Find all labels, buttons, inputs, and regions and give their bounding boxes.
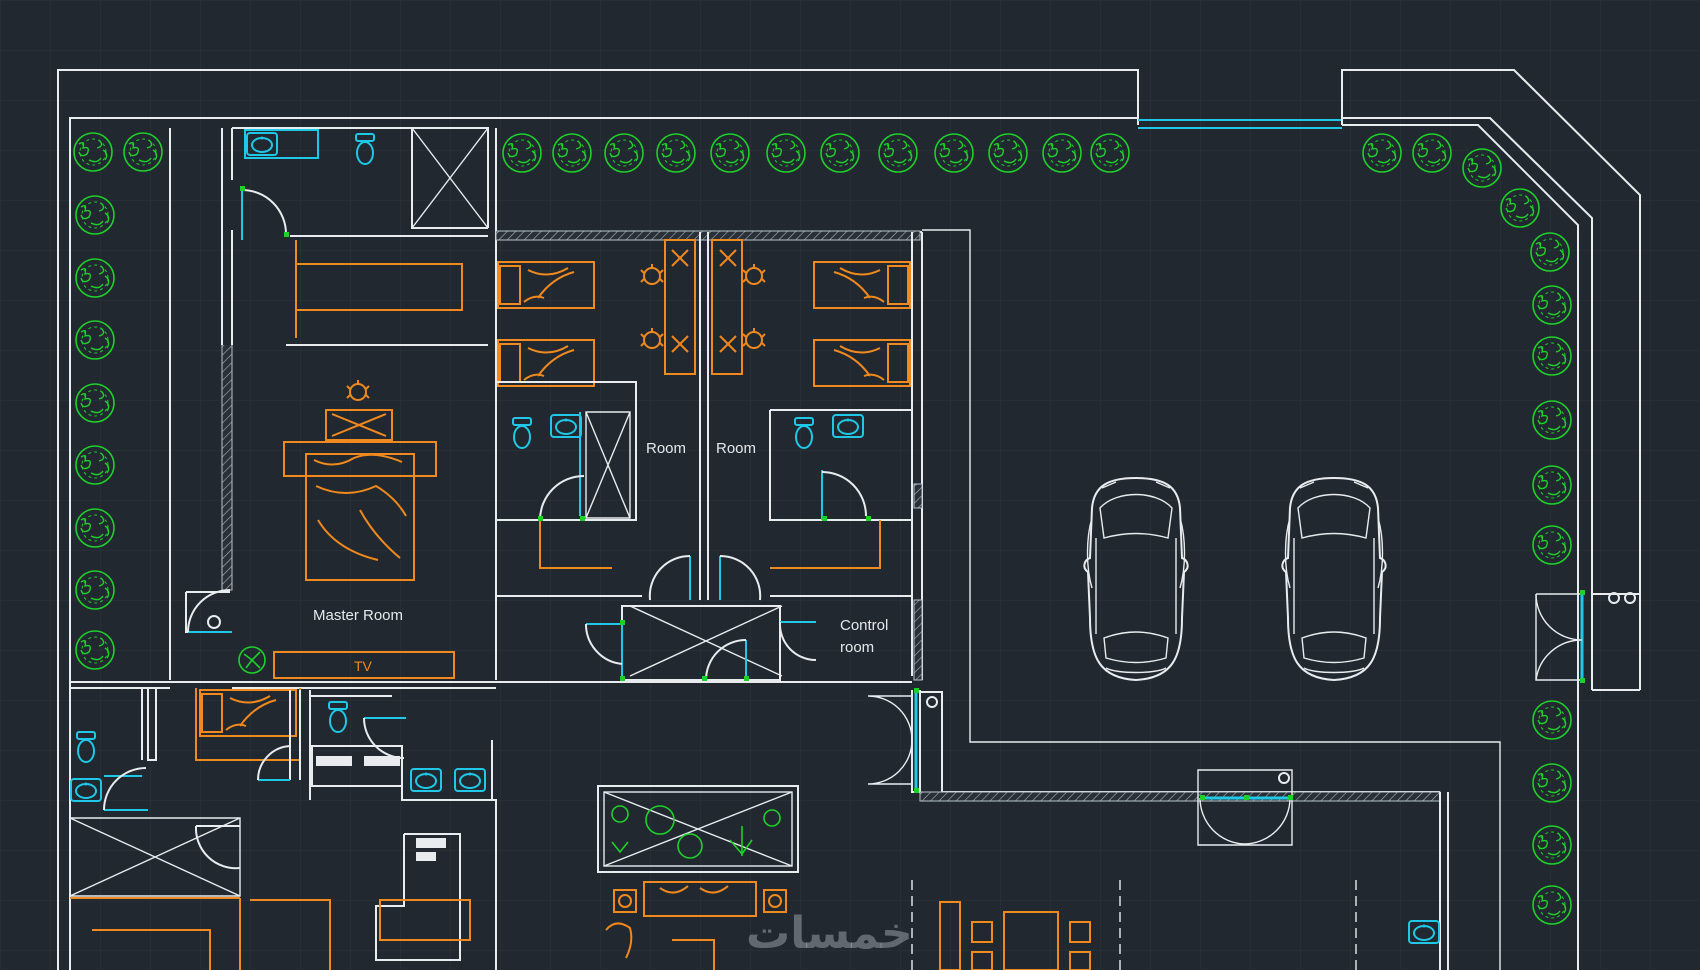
control-room-label-line1: Control xyxy=(840,617,888,634)
lower-left-rooms xyxy=(69,688,497,970)
door-swing-icon-master xyxy=(185,589,232,633)
plant-icon xyxy=(238,646,266,674)
room-bathrooms xyxy=(496,381,912,597)
desk-icon xyxy=(640,239,766,375)
room-label-right: Room xyxy=(716,440,756,457)
block-d xyxy=(416,852,436,861)
closet xyxy=(221,235,488,591)
outer-walls xyxy=(57,69,1641,970)
bedrooms-walls xyxy=(495,128,923,681)
snap-markers xyxy=(240,186,1585,800)
master-room-label: Master Room xyxy=(313,607,403,624)
block-c xyxy=(416,838,446,848)
master-bath-walls xyxy=(169,127,489,680)
bed-icon-master xyxy=(283,379,437,581)
planter xyxy=(597,785,799,873)
tv-label: TV xyxy=(354,658,373,674)
dining-table xyxy=(911,880,1357,970)
control-room-label-line2: room xyxy=(840,639,874,656)
room-label-left: Room xyxy=(646,440,686,457)
tv-unit xyxy=(273,651,455,679)
garage xyxy=(922,229,1640,970)
block-b xyxy=(364,756,400,766)
block-a xyxy=(316,756,352,766)
watermark: خمسات xyxy=(746,908,913,959)
master-lower-wall xyxy=(70,681,912,689)
living-walls xyxy=(867,690,1449,970)
sofa-icon xyxy=(605,881,787,970)
hallway xyxy=(584,554,817,681)
